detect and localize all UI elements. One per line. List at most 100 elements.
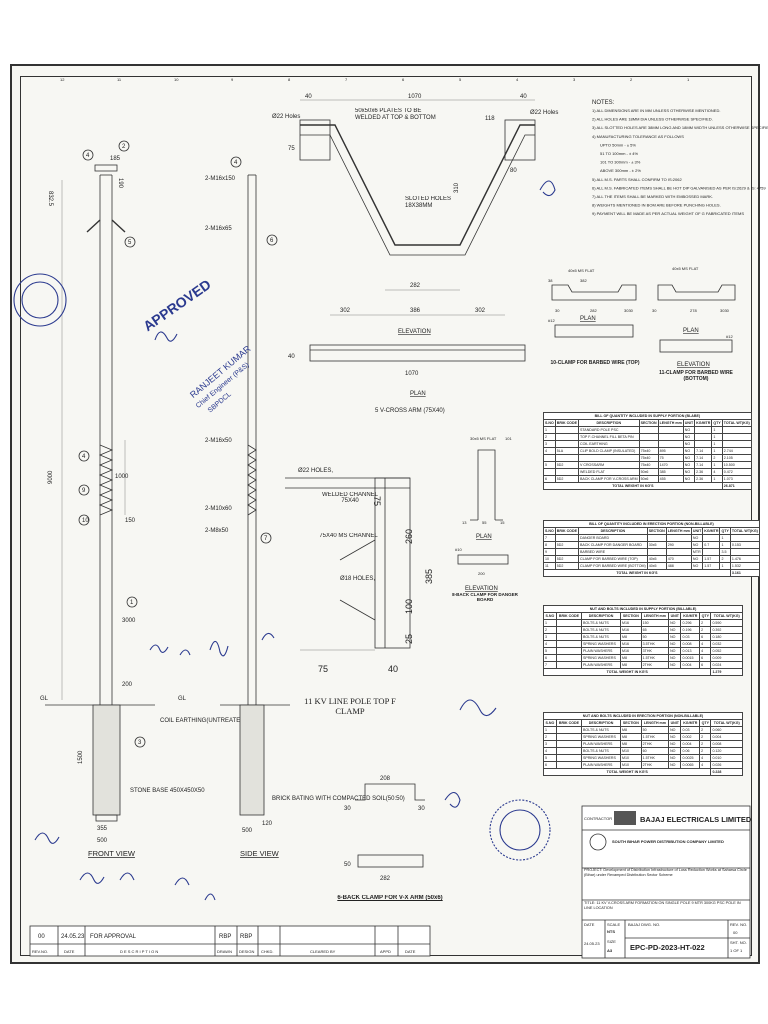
bom-cell: NO [668,747,682,755]
bom-cell: 5LA [554,447,579,455]
dim-label: 120 [262,821,273,827]
bom-cell: M16 [620,619,642,627]
bom-cell: 455 [657,475,684,483]
bom-cell: 1 [543,426,556,434]
bom-header: S.NO [543,719,557,727]
bom-cell: NO [668,647,682,655]
bom-header: TOTAL WT(KG) [729,527,760,535]
flat-label: 40x5 MS FLAT [672,266,699,271]
pole-front-view: 185 190 832.5 9000 1000 150 3000 200 150… [40,140,247,858]
note-line: 51 TO 100mm - ± 4% [600,151,639,156]
elevation-label: ELEVATION [398,329,431,335]
bom-cell: M8 [620,726,642,734]
svg-text:1 OF 1: 1 OF 1 [730,948,743,953]
bom-cell: 7.14 [694,461,713,469]
bom-cell: BOLTS & NUTS [581,747,622,755]
note-line: ABOVE 300mm - ± 2% [600,168,641,173]
bom-cell [554,534,579,542]
bom-header: QTY [699,612,712,620]
bom-cell: 10.500 [721,461,752,469]
bom-cell: BARBED WIRE [577,548,648,556]
clamp-bottom-title: 11-CLAMP FOR BARBED WIRE (BOTTOM) [659,370,733,382]
bom-header: LENGTH mm [640,612,670,620]
bom-header: BRIK CODE [554,419,579,427]
bom-cell [721,426,752,434]
bom-cell: PLAIN WASHERS [581,740,622,748]
f-clamp-drawing: Ø22 HOLES, WELDED CHANNEL 75X40 75X40 MS… [285,468,434,716]
bom-cell: 7.14 [694,454,713,462]
bom-header: SECTION [620,612,642,620]
bom-header: KG/MTR [694,419,713,427]
dim-label: 40 [288,354,295,360]
dim-label: 282 [410,283,421,289]
bom-header: LENGTH mm [640,719,670,727]
bom-cell: 3 [543,633,557,641]
bom-title: BILL OF QUANTITY INCLUDED IN SUPPLY PORT… [543,412,752,420]
svg-text:278: 278 [690,308,697,313]
svg-text:4: 4 [86,153,90,159]
bom-cell: CLIP BOLD CLAMP (INSULATED) [577,447,640,455]
bom-cell: BOLTS & NUTS [581,619,622,627]
bom-cell: 11 [543,562,556,570]
svg-text:ELEVATION: ELEVATION [465,586,498,592]
bom-cell: 4 [699,640,712,648]
item-balloon: 7 [260,532,272,544]
bom-header: SECTION [646,527,667,535]
bom-title: NUT AND BOLTS INCLUDED IN SUPPLY PORTION… [543,605,743,613]
svg-text:DESIGN: DESIGN [239,949,254,954]
bom-total-label: TOTAL WEIGHT IN KG'S [542,768,712,776]
dim-label: 386 [410,308,421,314]
bom-cell [555,633,583,641]
ms-channel-label: 75X40 MS CHANNEL [319,533,378,539]
svg-text:7: 7 [264,536,268,542]
bom-cell [555,726,583,734]
svg-text:DATE: DATE [64,949,75,954]
bom-cell: 0.0015 [680,654,701,662]
bom-cell: 0.120 [710,747,743,755]
project-text: PROJECT: Development of Distribution Inf… [584,868,747,877]
svg-text:1: 1 [130,600,134,606]
bom-cell [555,754,583,762]
svg-text:208: 208 [380,776,391,782]
bom-cell: NO [668,640,682,648]
bom-cell: 2 [699,726,712,734]
drawing-number: EPC-PD-2023-HT-022 [630,943,705,952]
bom-cell: 895 [657,447,684,455]
bom-cell: 3THK [640,647,670,655]
bom-header: S.NO [543,527,556,535]
bom-cell: BOLTS & NUTS [581,726,622,734]
bom-cell: DANGER BOARD [577,534,648,542]
stone-base-label: STONE BASE 450X450X50 [130,788,205,794]
bom-cell: 1.073 [721,475,752,483]
bom-cell: 0.03 [680,726,701,734]
bom-cell: M16 [620,647,642,655]
bom-header: S.NO [543,612,557,620]
bom-total-value: 26.871 [721,482,752,490]
bom-cell: 2THK [640,761,670,769]
svg-text:00: 00 [733,930,738,935]
bom-cell: 0.004 [680,661,701,669]
bom-cell: 0.004 [680,740,701,748]
bom-header: DESCRIPTION [581,719,622,727]
dim-label: 1000 [115,474,129,480]
svg-text:4: 4 [82,454,86,460]
bom-cell [721,440,752,448]
dim-label: 185 [110,156,121,162]
item-balloon: 4 [230,156,242,168]
bom-cell: 2 [719,555,731,563]
bom-cell: 3 [543,440,556,448]
dim-label: 9000 [48,470,54,484]
bom-cell: 4 [699,761,712,769]
svg-text:A3: A3 [607,948,613,953]
svg-text:24.05.23: 24.05.23 [61,934,85,940]
bom-cell: 1 [711,440,723,448]
bom-cell: 150 [640,619,670,627]
bom-cell: NO [682,454,696,462]
